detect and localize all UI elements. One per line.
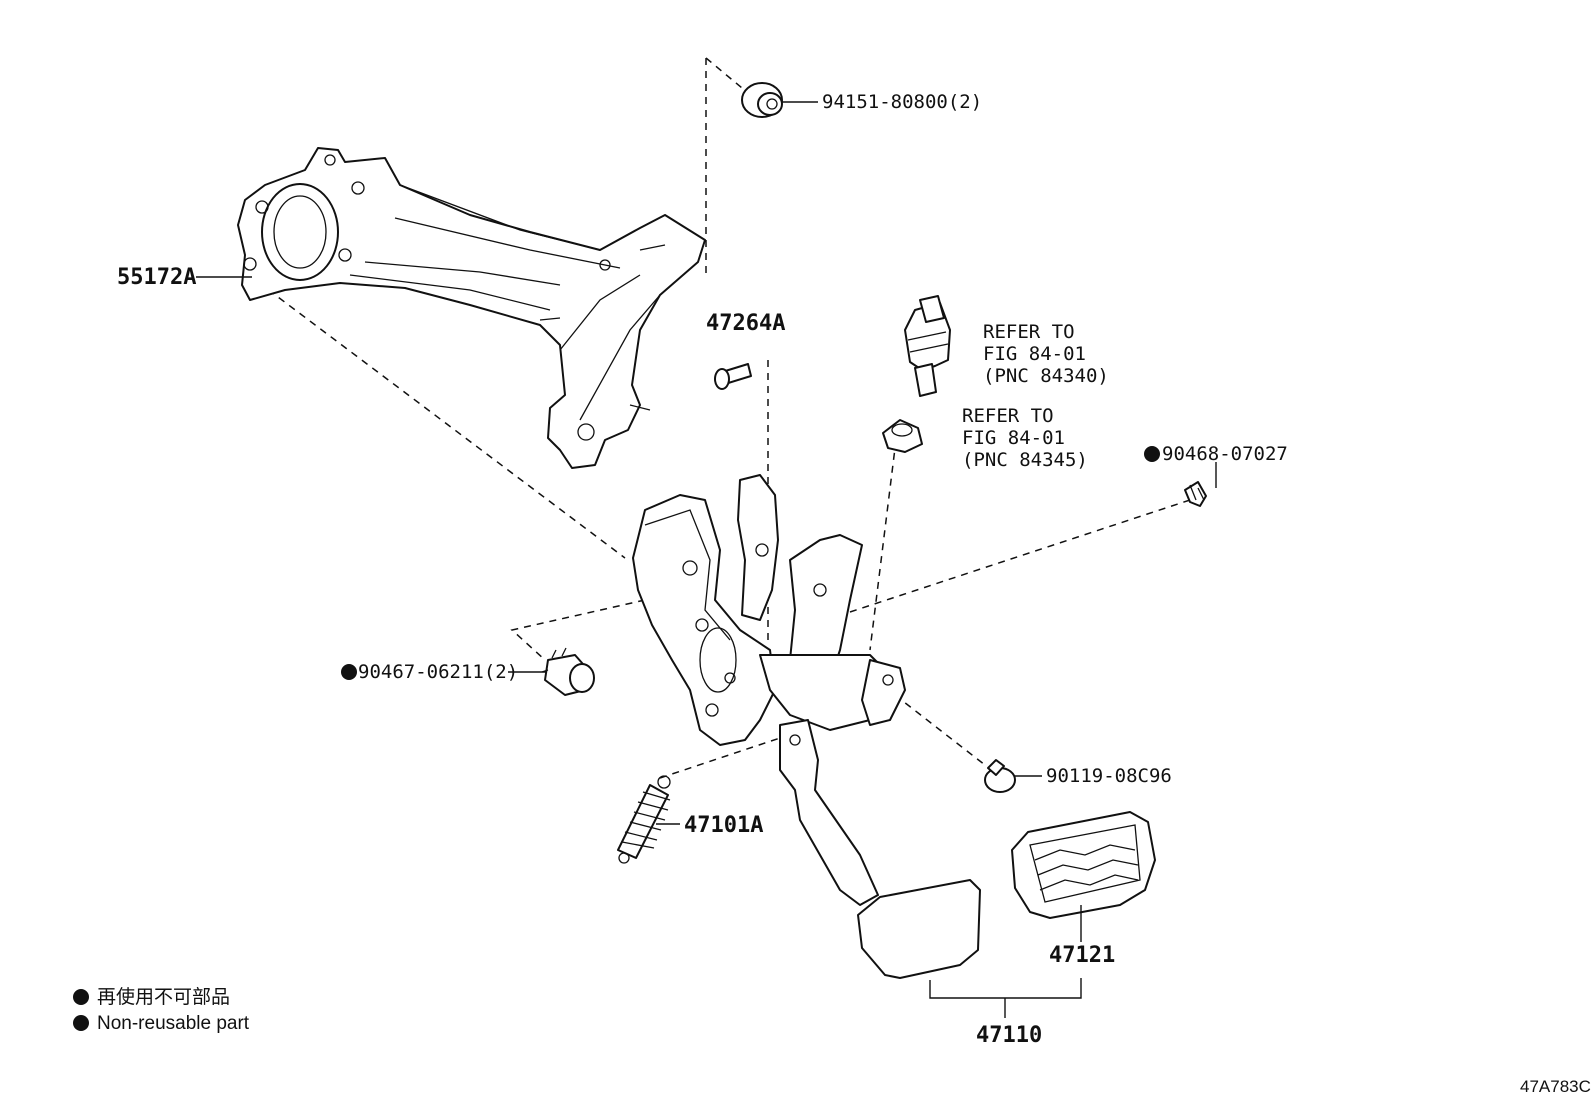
label-spring: 47101A [684, 813, 763, 838]
label-switch-ref-3: (PNC 84340) [983, 365, 1109, 387]
label-cushion-ref-2: FIG 84-01 [962, 427, 1065, 449]
legend-marker [73, 1015, 89, 1031]
clip-part [1184, 481, 1207, 507]
label-bolt: 90119-08C96 [1046, 765, 1172, 787]
cushion-part [882, 419, 923, 453]
pedal-pad-cover-part [1011, 811, 1156, 919]
bushing-part [541, 647, 595, 696]
label-switch-ref-1: REFER TO [983, 321, 1075, 343]
nonreusable-marker [341, 664, 357, 680]
label-pin: 47264A [706, 311, 785, 336]
leader-lines [196, 101, 1217, 1018]
clevis-pin-part [714, 363, 752, 390]
stop-lamp-switch-part [904, 295, 951, 397]
nonreusable-marker [1144, 446, 1160, 462]
label-cushion-ref-3: (PNC 84345) [962, 449, 1088, 471]
pedal-bracket-part [237, 147, 706, 469]
label-pad: 47121 [1049, 943, 1115, 968]
label-switch-ref-2: FIG 84-01 [983, 343, 1086, 365]
pedal-pad-part [857, 879, 981, 979]
return-spring-part [617, 775, 671, 864]
label-bracket: 55172A [117, 265, 196, 290]
figure-code: 47A783C [1520, 1077, 1591, 1096]
label-pedal-assy: 47110 [976, 1023, 1042, 1048]
label-clip: 90468-07027 [1162, 443, 1288, 465]
pedal-support-part [632, 474, 906, 906]
assembly-lines [257, 57, 1191, 779]
label-cushion-ref-1: REFER TO [962, 405, 1054, 427]
legend-text-en: Non-reusable part [97, 1013, 250, 1034]
legend-marker [73, 989, 89, 1005]
legend-text-ja: 再使用不可部品 [97, 986, 230, 1008]
label-bushing: 90467-06211(2) [358, 661, 518, 683]
nut-part [741, 82, 783, 118]
bolt-part [984, 759, 1016, 793]
label-nut: 94151-80800(2) [822, 91, 982, 113]
